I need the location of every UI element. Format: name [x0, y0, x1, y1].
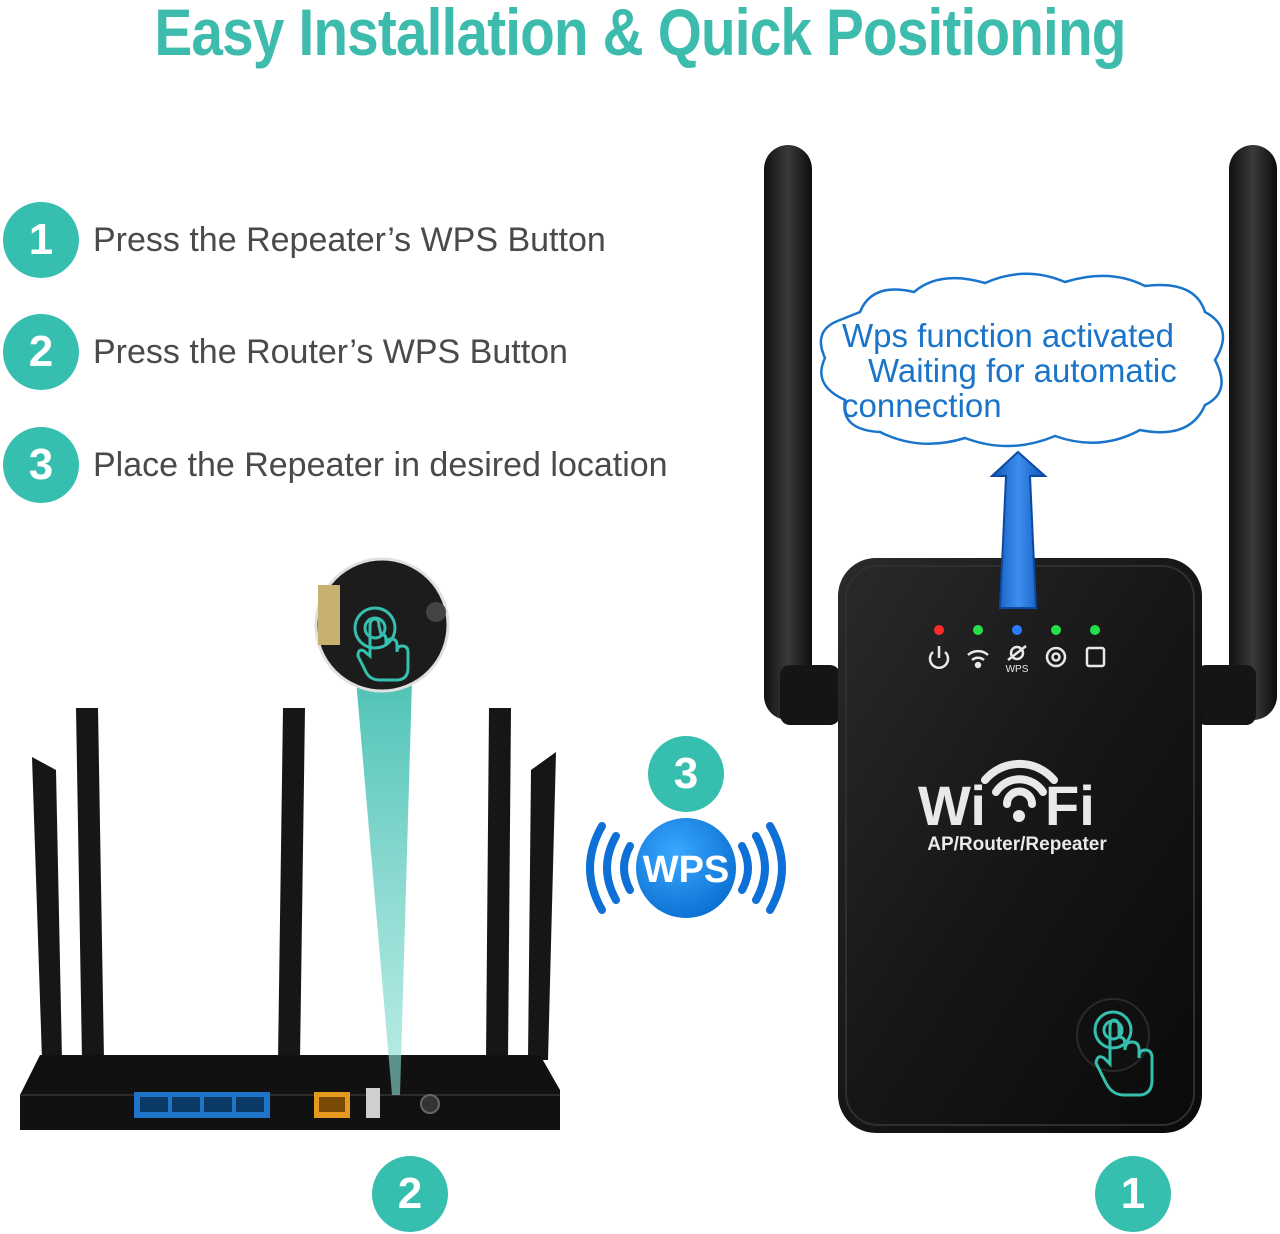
wifi-signal-icon — [967, 650, 989, 662]
upward-arrow — [989, 450, 1048, 609]
page-title: Easy Installation & Quick Positioning — [154, 0, 1126, 69]
power-icon — [928, 651, 950, 669]
router-button-zoom — [314, 557, 450, 693]
router-antennas — [32, 708, 556, 1060]
svg-text:Wi: Wi — [918, 774, 986, 837]
repeater-antenna-right — [1196, 145, 1277, 725]
step-1: 1 Press the Repeater’s WPS Button — [3, 200, 606, 280]
router-wan-port — [314, 1092, 350, 1118]
target-icon — [1045, 646, 1067, 668]
wifi-led — [973, 625, 983, 635]
step-text: Press the Router’s WPS Button — [93, 332, 568, 371]
wps-step-badge: 3 — [648, 736, 724, 812]
router-power-jack — [420, 1094, 440, 1114]
wps-led-label: WPS — [1006, 664, 1029, 675]
repeater-subtitle: AP/Router/Repeater — [927, 834, 1107, 855]
router-step-badge: 2 — [372, 1156, 448, 1232]
wps-signal-waves — [586, 822, 786, 914]
wps-icon — [1007, 645, 1027, 661]
step-2: 2 Press the Router’s WPS Button — [3, 312, 568, 392]
power-led — [934, 625, 944, 635]
router-usb-port — [366, 1088, 380, 1118]
step-text: Press the Repeater’s WPS Button — [93, 220, 606, 259]
ethernet-port-icon — [1085, 646, 1106, 668]
zoom-beam — [356, 680, 412, 1095]
repeater-leds — [934, 625, 1100, 635]
repeater-wps-button — [1076, 998, 1150, 1072]
step-number-badge: 2 — [3, 314, 79, 390]
ethernet-led — [1090, 625, 1100, 635]
cloud-line-3: connection — [842, 387, 1002, 424]
wifi-logo: Wi Fi — [918, 759, 1095, 837]
wps-led — [1012, 625, 1022, 635]
hand-pointer-icon — [1094, 1018, 1154, 1097]
cloud-line-1: Wps function activated — [842, 317, 1174, 354]
router-body — [20, 1055, 560, 1130]
step-text: Place the Repeater in desired location — [93, 445, 668, 484]
cloud-line-2: Waiting for automatic — [868, 352, 1177, 389]
wps-circle — [636, 818, 736, 918]
step-number-badge: 3 — [3, 427, 79, 503]
hand-pointer-icon — [356, 617, 410, 682]
step-number-badge: 1 — [3, 202, 79, 278]
thought-cloud — [819, 272, 1225, 448]
lan-led — [1051, 625, 1061, 635]
repeater-step-badge: 1 — [1095, 1156, 1171, 1232]
svg-text:Fi: Fi — [1045, 774, 1095, 837]
step-3: 3 Place the Repeater in desired location — [3, 425, 668, 505]
cloud-message: Wps function activated Waiting for autom… — [842, 318, 1222, 423]
wps-label: WPS — [643, 849, 730, 891]
repeater-antenna-left — [764, 145, 840, 725]
router-lan-ports — [134, 1092, 270, 1118]
